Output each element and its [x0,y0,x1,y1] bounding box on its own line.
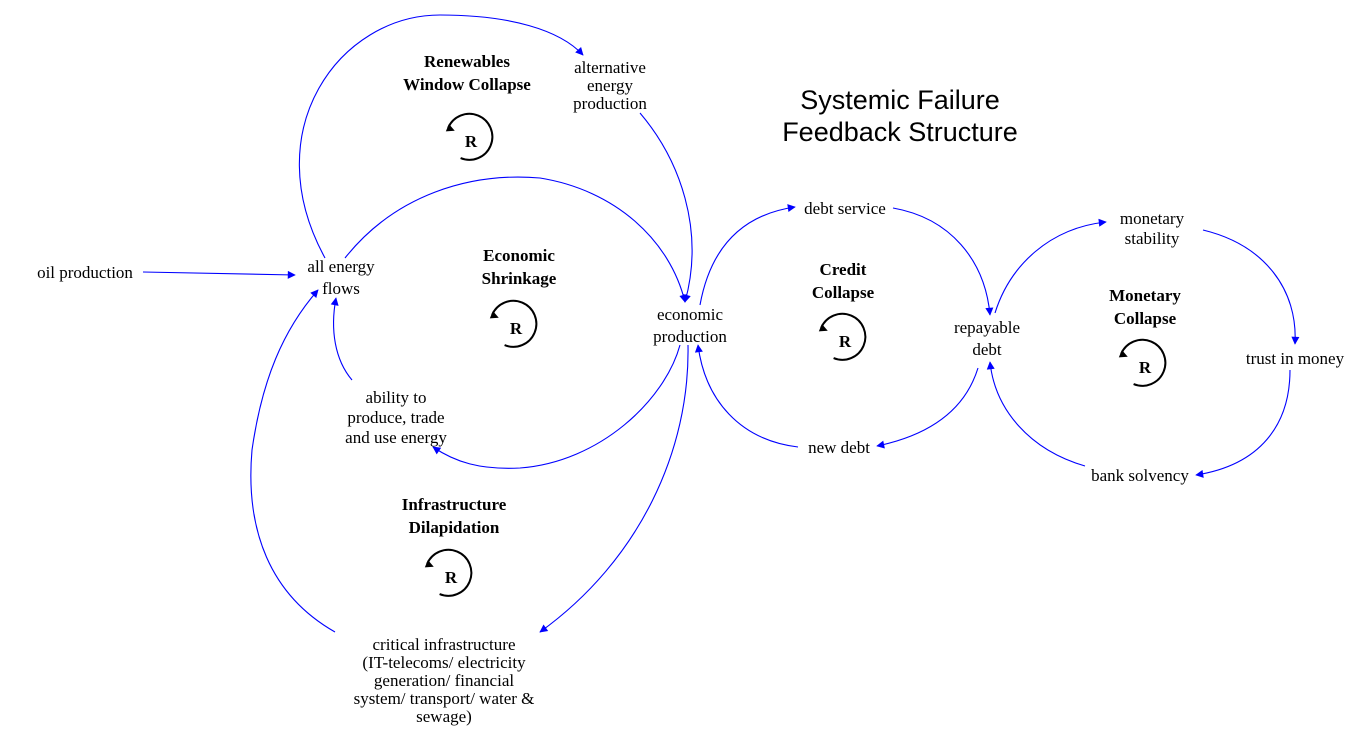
loop-arrow-icon [818,312,867,361]
title-line-2: Feedback Structure [782,117,1018,147]
infrastructure-line-4: system/ transport/ water & [354,689,535,708]
loop-credit-name-line-2: Collapse [812,283,875,302]
loop-renewables-name-line-2: Window Collapse [403,75,531,94]
loop-marker-credit: R [818,312,867,361]
loop-economic-shrinkage: Economic Shrinkage [482,246,557,288]
repayable-debt-line-2: debt [972,340,1002,359]
link-ability-to-energy [330,297,353,381]
loop-economic-name-line-2: Shrinkage [482,269,557,288]
all-energy-flows-line-1: all energy [307,257,375,276]
loop-infrastructure-name-line-2: Dilapidation [409,518,500,537]
alternative-energy-line-1: alternative [574,58,646,77]
loop-infrastructure-name-line-1: Infrastructure [402,495,507,514]
loop-polarity-label: R [839,332,852,351]
loop-polarity-label: R [1139,358,1152,377]
link-bank-to-repayable [986,361,1086,467]
monetary-stability-line-2: stability [1125,229,1180,248]
title-line-1: Systemic Failure [800,85,1000,115]
link-repayable-to-monetary [994,218,1107,314]
link-energy-to-alternative [298,14,584,259]
loop-credit-name-line-1: Credit [820,260,867,279]
link-alternative-to-economic [639,112,693,303]
debt-service-label: debt service [804,199,886,218]
loop-arrow-icon [424,548,473,597]
loop-polarity-label: R [510,319,523,338]
ability-line-3: and use energy [345,428,447,447]
loop-monetary-collapse: Monetary Collapse [1109,286,1181,328]
oil-production-label: oil production [37,263,133,282]
loop-monetary-name-line-2: Collapse [1114,309,1177,328]
loop-arrow-icon [489,299,538,348]
infrastructure-line-2: (IT-telecoms/ electricity [362,653,526,672]
alternative-energy-line-3: production [573,94,647,113]
variable-critical-infrastructure: critical infrastructure (IT-telecoms/ el… [354,635,535,726]
variable-economic-production: economic production [653,305,727,346]
infrastructure-line-5: sewage) [416,707,472,726]
link-debtservice-to-repayable [892,207,994,316]
economic-production-line-2: production [653,327,727,346]
link-economic-to-debtservice [699,204,796,306]
loop-marker-renewables: R [445,112,494,161]
loop-polarity-label: R [465,132,478,151]
variable-oil-production: oil production [37,263,133,282]
link-infrastructure-to-energy [250,289,336,633]
causal-links [142,14,1300,633]
loop-arrow-icon [1118,338,1167,387]
link-newdebt-to-economic [694,344,799,448]
link-energy-to-economic [344,176,688,303]
link-oil-to-energy [142,270,296,279]
link-economic-to-ability [432,344,681,469]
variable-debt-service: debt service [804,199,886,218]
infrastructure-line-3: generation/ financial [374,671,514,690]
variable-monetary-stability: monetary stability [1120,209,1185,248]
variable-new-debt: new debt [808,438,870,457]
all-energy-flows-line-2: flows [322,279,360,298]
infrastructure-line-1: critical infrastructure [372,635,515,654]
variable-ability-to-produce: ability to produce, trade and use energy [345,388,447,447]
loop-credit-collapse: Credit Collapse [812,260,875,302]
variable-alternative-energy-production: alternative energy production [573,58,647,113]
loop-renewables-name-line-1: Renewables [424,52,510,71]
variable-all-energy-flows: all energy flows [307,257,375,298]
repayable-debt-line-1: repayable [954,318,1020,337]
link-repayable-to-newdebt [876,367,979,449]
loop-polarity-label: R [445,568,458,587]
new-debt-label: new debt [808,438,870,457]
variable-bank-solvency: bank solvency [1091,466,1189,485]
ability-line-2: produce, trade [347,408,444,427]
variable-trust-in-money: trust in money [1246,349,1345,368]
loop-monetary-name-line-1: Monetary [1109,286,1181,305]
loop-marker-economic: R [489,299,538,348]
economic-production-line-1: economic [657,305,724,324]
loop-renewables-window-collapse: Renewables Window Collapse [403,52,531,94]
trust-in-money-label: trust in money [1246,349,1345,368]
loop-arrow-icon [445,112,494,161]
loop-marker-infrastructure: R [424,548,473,597]
ability-line-1: ability to [366,388,427,407]
loop-marker-monetary: R [1118,338,1167,387]
link-economic-to-infrastructure [539,344,689,633]
diagram-title: Systemic Failure Feedback Structure [782,85,1018,147]
loop-infrastructure-dilapidation: Infrastructure Dilapidation [402,495,507,537]
variable-repayable-debt: repayable debt [954,318,1020,359]
monetary-stability-line-1: monetary [1120,209,1185,228]
bank-solvency-label: bank solvency [1091,466,1189,485]
link-monetary-to-trust [1202,229,1300,345]
link-trust-to-bank [1195,369,1291,478]
alternative-energy-line-2: energy [587,76,633,95]
loop-economic-name-line-1: Economic [483,246,555,265]
